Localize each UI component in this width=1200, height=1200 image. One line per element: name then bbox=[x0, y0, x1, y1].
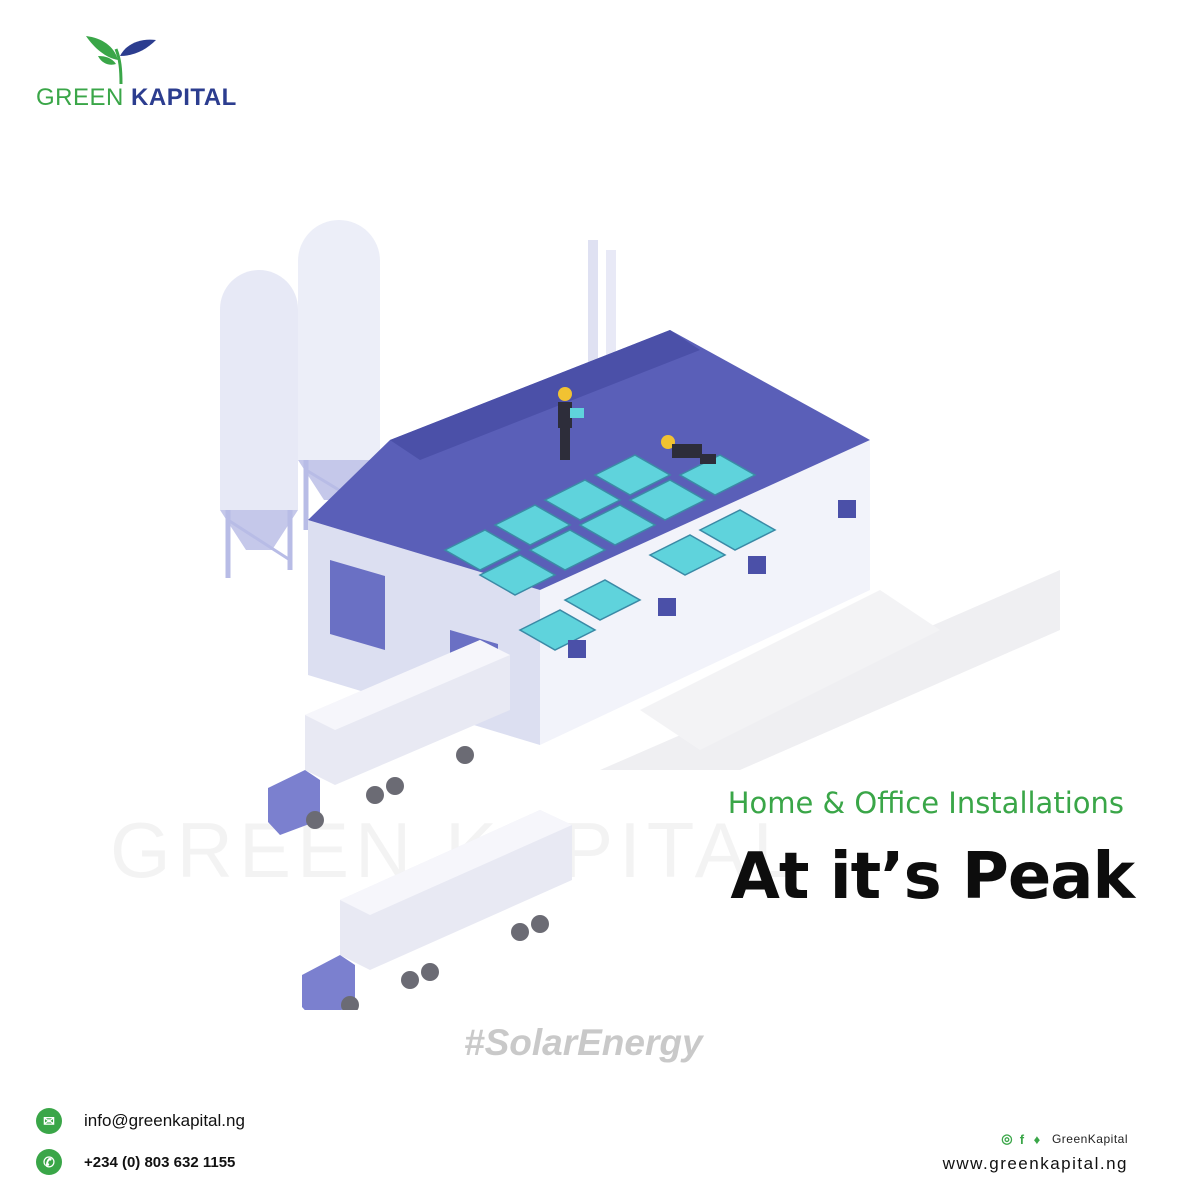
silo-right bbox=[298, 220, 380, 530]
warehouse-side-wall bbox=[540, 440, 870, 745]
leaf-icon bbox=[86, 36, 156, 85]
email-row[interactable]: ✉ info@greenkapital.ng bbox=[36, 1108, 245, 1134]
hashtag: #SolarEnergy bbox=[464, 1022, 703, 1063]
phone-icon: ✆ bbox=[36, 1149, 62, 1175]
phone-text[interactable]: +234 (0) 803 632 1155 bbox=[84, 1153, 236, 1171]
truck-upper bbox=[268, 640, 510, 835]
mail-icon: ✉ bbox=[36, 1108, 62, 1134]
headline-subtitle: Home & Office Installations bbox=[727, 786, 1124, 820]
headline-title: At it’s Peak bbox=[730, 840, 1135, 914]
warehouse-roof bbox=[308, 330, 870, 590]
phone-row[interactable]: ✆ +234 (0) 803 632 1155 bbox=[36, 1149, 235, 1175]
worker-kneeling bbox=[661, 435, 716, 464]
worker-standing bbox=[558, 387, 584, 460]
social-handle: GreenKapital bbox=[1051, 1132, 1128, 1146]
twitter-icon[interactable]: ♦ bbox=[1033, 1131, 1041, 1147]
brand-name: GREEN KAPITAL bbox=[36, 84, 237, 111]
email-text[interactable]: info@greenkapital.ng bbox=[84, 1111, 245, 1130]
truck-lower bbox=[302, 810, 572, 1010]
instagram-icon[interactable]: ◎ bbox=[1001, 1131, 1013, 1146]
solar-panels bbox=[443, 454, 777, 651]
brand-logo: GREEN KAPITAL bbox=[36, 34, 236, 114]
facebook-icon[interactable]: f bbox=[1019, 1131, 1025, 1147]
solar-factory-illustration bbox=[220, 220, 1060, 1010]
website-link[interactable]: www.greenkapital.ng bbox=[942, 1154, 1128, 1173]
social-links: ◎ f ♦ GreenKapital bbox=[1001, 1131, 1128, 1147]
silo-left bbox=[220, 270, 298, 578]
